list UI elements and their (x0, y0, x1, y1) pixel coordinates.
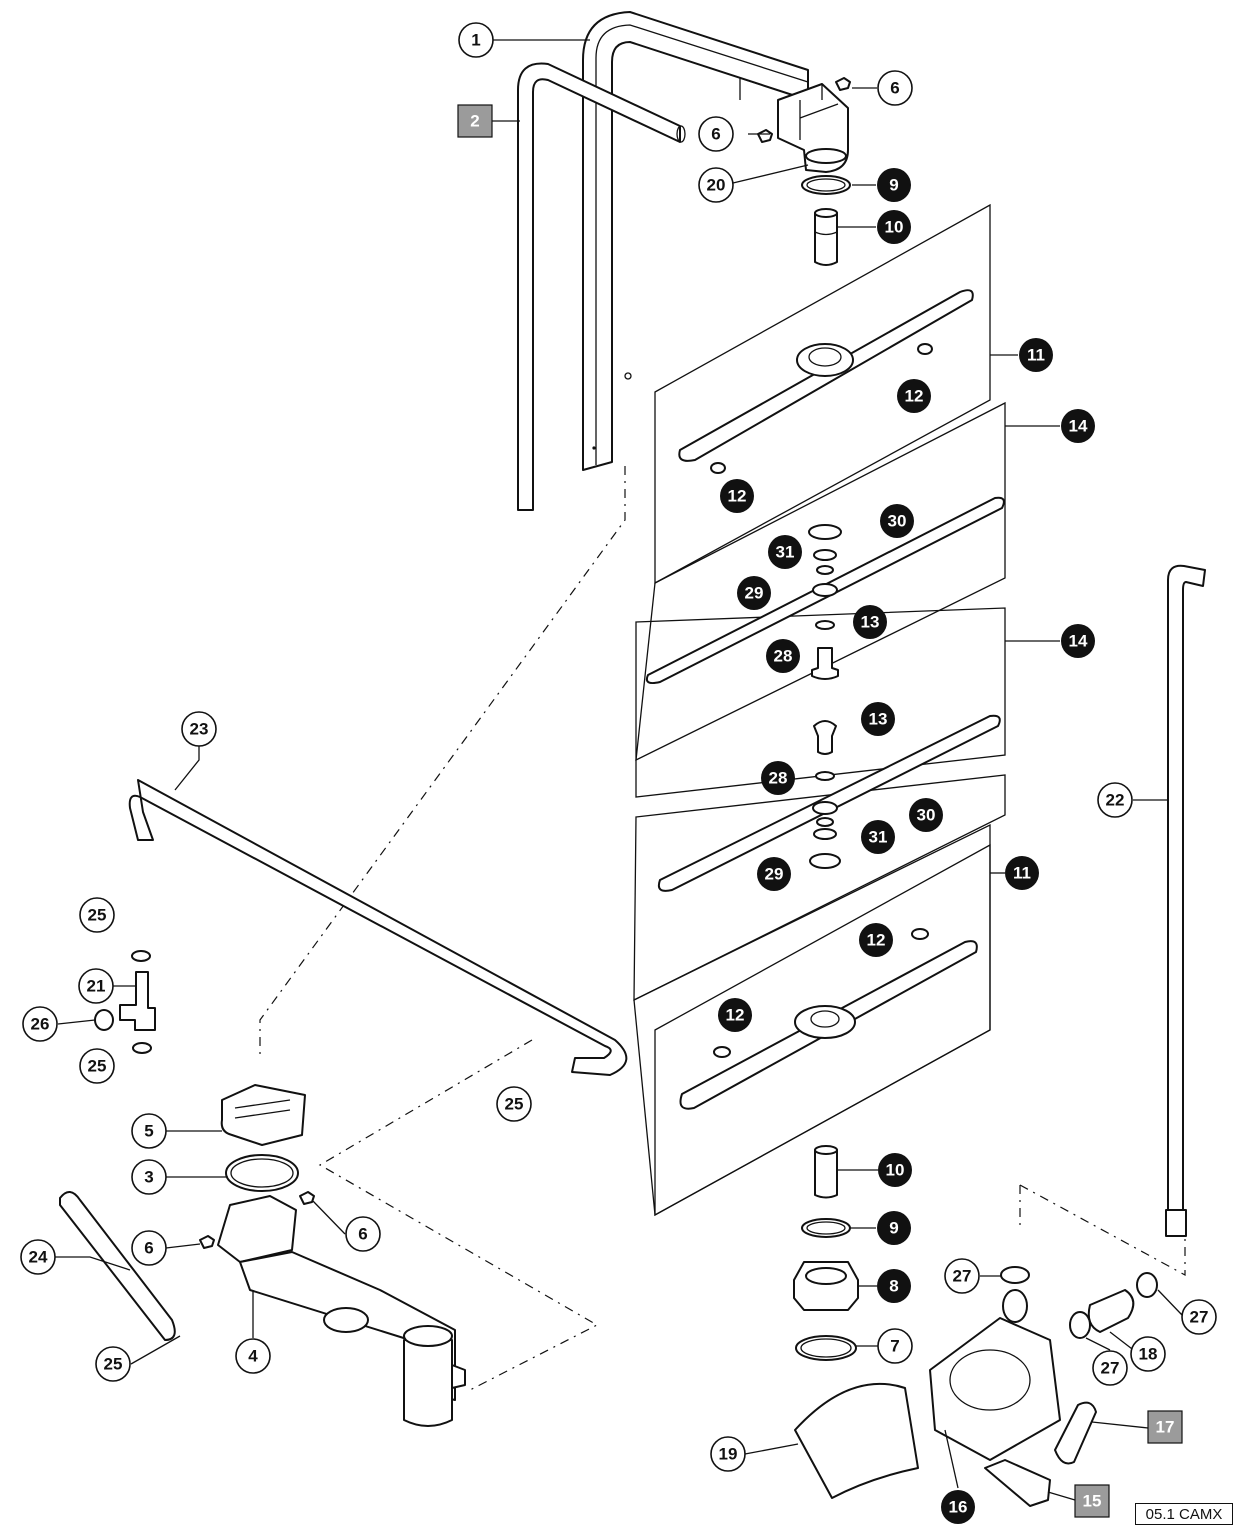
callout-label: 9 (889, 176, 898, 195)
callout-label: 6 (890, 79, 899, 98)
callout-label: 28 (774, 647, 793, 666)
callout-label: 15 (1083, 1492, 1102, 1511)
callout-label: 31 (776, 543, 795, 562)
callout-label: 1 (471, 31, 480, 50)
middle-spray-arm-1 (645, 496, 1005, 685)
callout-label: 27 (953, 1267, 972, 1286)
upper-screws (757, 77, 851, 143)
callout-label: 19 (719, 1445, 738, 1464)
part-shroud (794, 1382, 919, 1499)
part-upper-conduit (582, 11, 809, 471)
callout-label: 29 (765, 865, 784, 884)
callout-label: 16 (949, 1498, 968, 1517)
part-t-connector (94, 950, 156, 1054)
upper-nozzle (814, 208, 838, 266)
callout-label: 6 (144, 1239, 153, 1258)
callout-label: 10 (885, 218, 904, 237)
callout-label: 18 (1139, 1345, 1158, 1364)
callout-label: 25 (88, 1057, 107, 1076)
callout-label: 21 (87, 977, 106, 996)
callout-label: 2 (470, 112, 479, 131)
lower-spray-arm (679, 928, 978, 1110)
part-sump (217, 1195, 466, 1427)
callout-label: 25 (88, 906, 107, 925)
drawing-code: 05.1 CAMX (1135, 1503, 1233, 1525)
middle-spray-arm-2 (657, 714, 1001, 892)
pump-clamp-top (1000, 1266, 1030, 1284)
sleeve-clamp-right (1136, 1272, 1158, 1298)
callout-label: 6 (358, 1225, 367, 1244)
panel-middle-arm (635, 607, 1006, 798)
callout-label: 28 (769, 769, 788, 788)
callout-label: 20 (707, 176, 726, 195)
callout-label: 22 (1106, 791, 1125, 810)
callout-label: 3 (144, 1168, 153, 1187)
panel-lower-arm-b (654, 843, 991, 1217)
callout-label: 26 (31, 1015, 50, 1034)
callout-label: 25 (104, 1355, 123, 1374)
callout-label: 13 (869, 710, 888, 729)
callout-label: 24 (29, 1248, 48, 1267)
callout-label: 12 (905, 387, 924, 406)
callout-label: 7 (890, 1337, 899, 1356)
callout-label: 5 (144, 1122, 153, 1141)
callout-label: 31 (869, 828, 888, 847)
lower-screw-left (199, 1235, 215, 1249)
callouts: 1 2 6 6 20 9 10 11 12 14 12 30 31 29 13 … (20, 22, 1217, 1524)
callout-label: 10 (886, 1161, 905, 1180)
part-long-pipe (128, 779, 628, 1076)
lower-nozzle (814, 1145, 838, 1199)
callout-label: 30 (917, 806, 936, 825)
callout-label: 11 (1013, 864, 1031, 883)
panel-upper-arm-b (635, 401, 1006, 762)
callout-label: 4 (248, 1347, 258, 1366)
callout-label: 8 (889, 1277, 898, 1296)
callout-label: 30 (888, 512, 907, 531)
part-pump (929, 1289, 1061, 1461)
panel-middle-arm-b (633, 774, 1006, 1002)
callout-label: 14 (1069, 632, 1088, 651)
callout-label: 12 (726, 1006, 745, 1025)
sleeve-clamp-left (1069, 1311, 1091, 1339)
callout-label: 25 (505, 1095, 524, 1114)
callout-label: 14 (1069, 417, 1088, 436)
hex-nut (793, 1261, 859, 1311)
leader-lines (55, 39, 1183, 1501)
part-elbow-connector (777, 83, 849, 173)
part-filter (220, 1084, 306, 1146)
callout-label: 12 (728, 487, 747, 506)
callout-label: 29 (745, 584, 764, 603)
callout-label: 6 (711, 125, 720, 144)
assembly-lines (259, 466, 1186, 1391)
callout-label: 12 (867, 931, 886, 950)
lower-screw-right (299, 1191, 315, 1205)
part-bracket (984, 1459, 1051, 1507)
callout-label: 9 (889, 1219, 898, 1238)
panel-upper-arm (654, 203, 991, 585)
part-vertical-pipe (1165, 564, 1206, 1237)
upper-spray-arm (678, 289, 974, 474)
callout-label: 27 (1190, 1308, 1209, 1327)
callout-label: 13 (861, 613, 880, 632)
gasket-ring (795, 1335, 857, 1361)
callout-label: 17 (1156, 1418, 1175, 1437)
callout-label: 11 (1027, 346, 1045, 365)
callout-label: 23 (190, 720, 209, 739)
part-plug (1054, 1401, 1097, 1465)
filter-ring (225, 1154, 299, 1192)
part-upper-pipe (517, 62, 686, 511)
callout-label: 27 (1101, 1359, 1120, 1378)
part-sleeve (1087, 1289, 1135, 1333)
